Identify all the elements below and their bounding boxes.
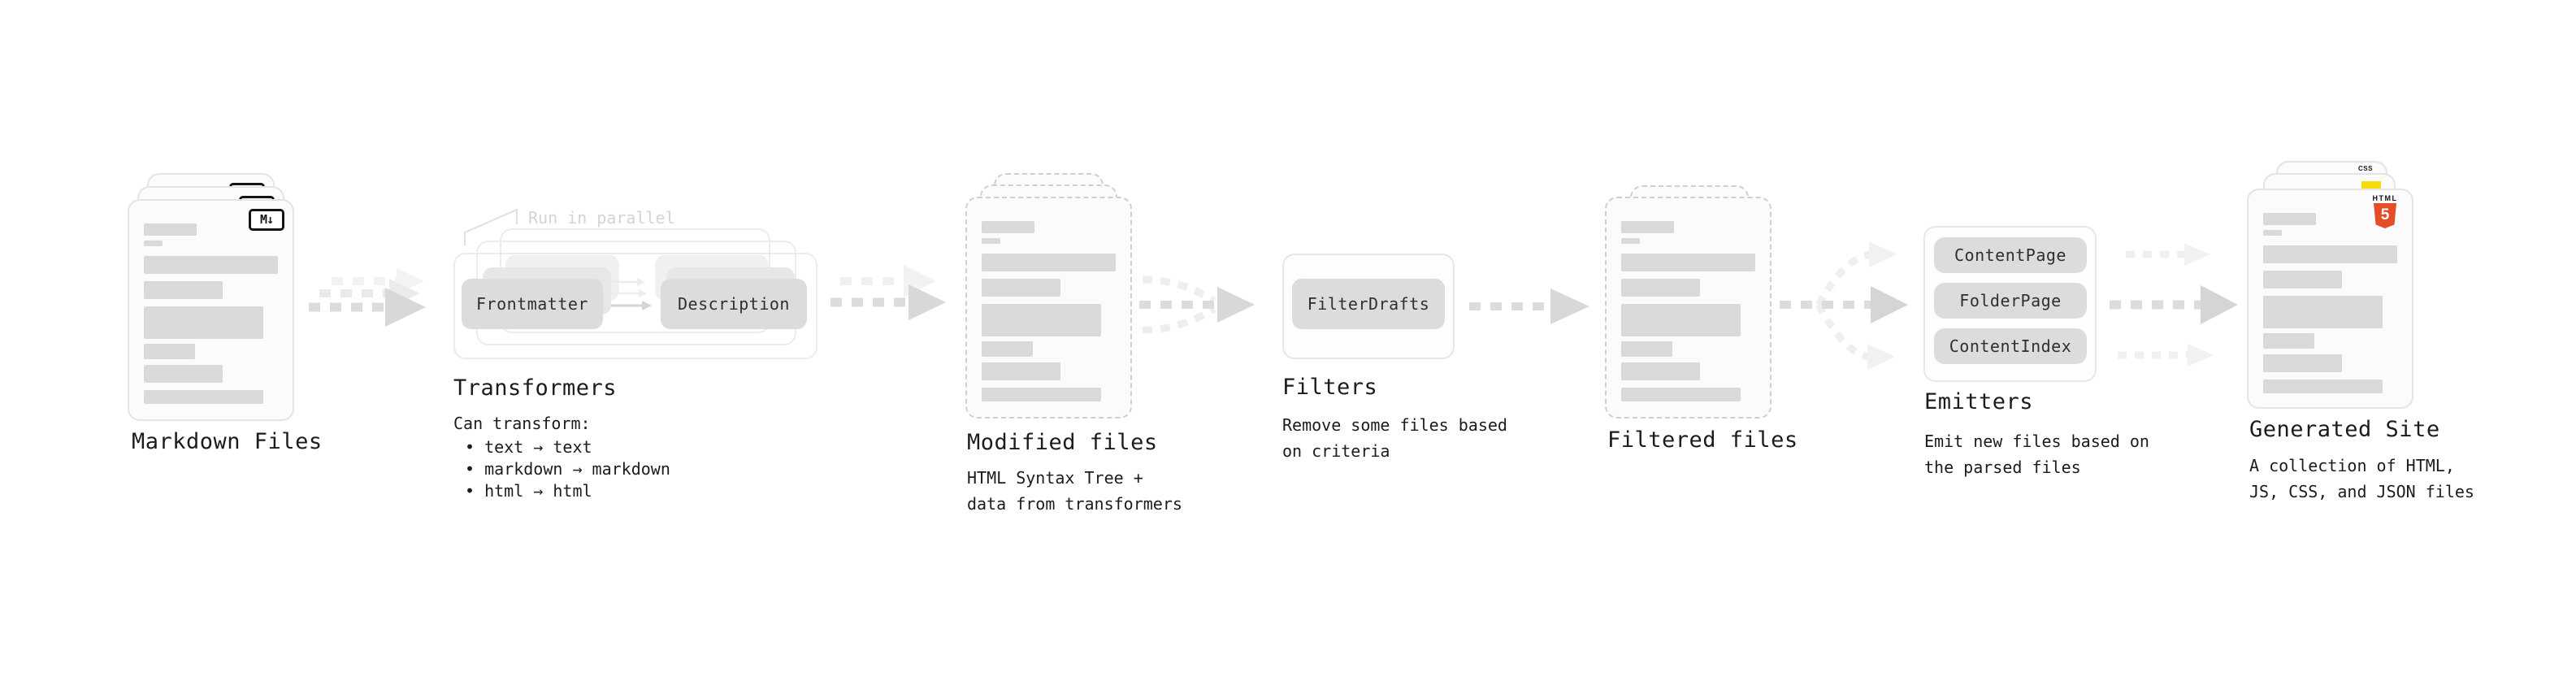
arrow-filtered-to-emitters (1780, 241, 1908, 370)
file-card-front (965, 197, 1132, 419)
text-placeholder-bar (2263, 380, 2383, 393)
text-placeholder-bar (144, 390, 263, 404)
text-placeholder-bar (982, 388, 1101, 401)
text-placeholder-bar (1621, 362, 1700, 380)
transform-flow-arrows (611, 278, 652, 310)
text-placeholder-bar (982, 221, 1034, 233)
arrow-transformers-to-modified (830, 265, 946, 320)
bullet-item: • html → html (465, 481, 592, 501)
text-placeholder-bar (144, 256, 278, 274)
text-placeholder-bar (982, 362, 1060, 380)
css-icon-label: CSS (2358, 165, 2373, 172)
text-placeholder-bar (144, 344, 195, 359)
file-content-bars (144, 223, 278, 404)
text-placeholder-bar (2263, 245, 2397, 263)
transformers-desc-title: Can transform: (453, 414, 591, 433)
arrow-emitters-to-site (2110, 243, 2238, 367)
callout-bracket (464, 208, 518, 245)
stage-label-markdown-files: Markdown Files (132, 429, 323, 454)
filters-desc: Remove some files based on criteria (1282, 412, 1507, 464)
emitters-desc: Emit new files based on the parsed files (1924, 428, 2149, 480)
stage-label-modified-files: Modified files (967, 430, 1158, 455)
text-placeholder-bar (1621, 221, 1674, 233)
arrow-filters-to-filtered (1469, 288, 1589, 324)
text-placeholder-bar (2263, 230, 2282, 236)
stage-label-generated-site: Generated Site (2249, 417, 2440, 442)
text-placeholder-bar (982, 304, 1101, 336)
text-placeholder-bar (982, 254, 1116, 271)
file-content-bars (2263, 213, 2397, 393)
file-card-front: M↓ (128, 199, 294, 421)
desc-line: on criteria (1282, 441, 1390, 461)
file-card-front: HTML 5 (2247, 189, 2413, 409)
file-content-bars (982, 221, 1116, 401)
text-placeholder-bar (982, 238, 1000, 244)
text-placeholder-bar (1621, 388, 1741, 401)
arrow-markdown-to-transformers (309, 268, 426, 327)
description-node: Description (661, 279, 807, 329)
text-placeholder-bar (1621, 254, 1755, 271)
stage-label-filters: Filters (1282, 375, 1378, 400)
html5-icon-label: HTML (2372, 194, 2398, 202)
file-content-bars (1621, 221, 1755, 401)
text-placeholder-bar (144, 223, 197, 236)
text-placeholder-bar (1621, 341, 1672, 357)
text-placeholder-bar (2263, 213, 2316, 225)
contentpage-node: ContentPage (1934, 237, 2087, 273)
text-placeholder-bar (1621, 304, 1741, 336)
run-in-parallel-callout: Run in parallel (528, 208, 675, 228)
stage-label-emitters: Emitters (1924, 389, 2034, 414)
desc-line: HTML Syntax Tree + (967, 468, 1143, 488)
text-placeholder-bar (982, 279, 1060, 297)
generated-site-desc: A collection of HTML, JS, CSS, and JSON … (2249, 453, 2474, 505)
desc-line: Emit new files based on (1924, 432, 2149, 451)
text-placeholder-bar (2263, 271, 2342, 288)
text-placeholder-bar (144, 241, 163, 246)
arrow-modified-to-filters (1139, 275, 1255, 334)
folderpage-node: FolderPage (1934, 283, 2087, 319)
desc-line: the parsed files (1924, 458, 2081, 477)
text-placeholder-bar (1621, 238, 1640, 244)
html5-icon-shield: 5 (2374, 203, 2396, 228)
bullet-item: • text → text (465, 437, 592, 457)
filterdrafts-node: FilterDrafts (1292, 279, 1445, 329)
bullet-item: • markdown → markdown (465, 459, 670, 479)
desc-line: Remove some files based (1282, 415, 1507, 435)
stage-label-transformers: Transformers (453, 375, 618, 401)
text-placeholder-bar (1621, 279, 1700, 297)
html5-icon: HTML 5 (2369, 194, 2401, 228)
transformer-card-front (453, 253, 817, 359)
text-placeholder-bar (144, 365, 223, 383)
text-placeholder-bar (144, 306, 263, 339)
stage-label-filtered-files: Filtered files (1607, 427, 1798, 453)
text-placeholder-bar (982, 341, 1033, 357)
text-placeholder-bar (2263, 354, 2342, 372)
desc-line: data from transformers (967, 494, 1182, 514)
text-placeholder-bar (2263, 296, 2383, 328)
text-placeholder-bar (2263, 333, 2314, 349)
contentindex-node: ContentIndex (1934, 328, 2087, 364)
text-placeholder-bar (144, 281, 223, 299)
markdown-icon: M↓ (249, 209, 284, 231)
file-card-front (1605, 197, 1772, 419)
desc-line: JS, CSS, and JSON files (2249, 482, 2474, 501)
desc-line: A collection of HTML, (2249, 456, 2455, 475)
transformers-bullets: • text → text • markdown → markdown • ht… (465, 436, 670, 502)
modified-files-desc: HTML Syntax Tree + data from transformer… (967, 465, 1182, 517)
frontmatter-node: Frontmatter (462, 279, 603, 329)
